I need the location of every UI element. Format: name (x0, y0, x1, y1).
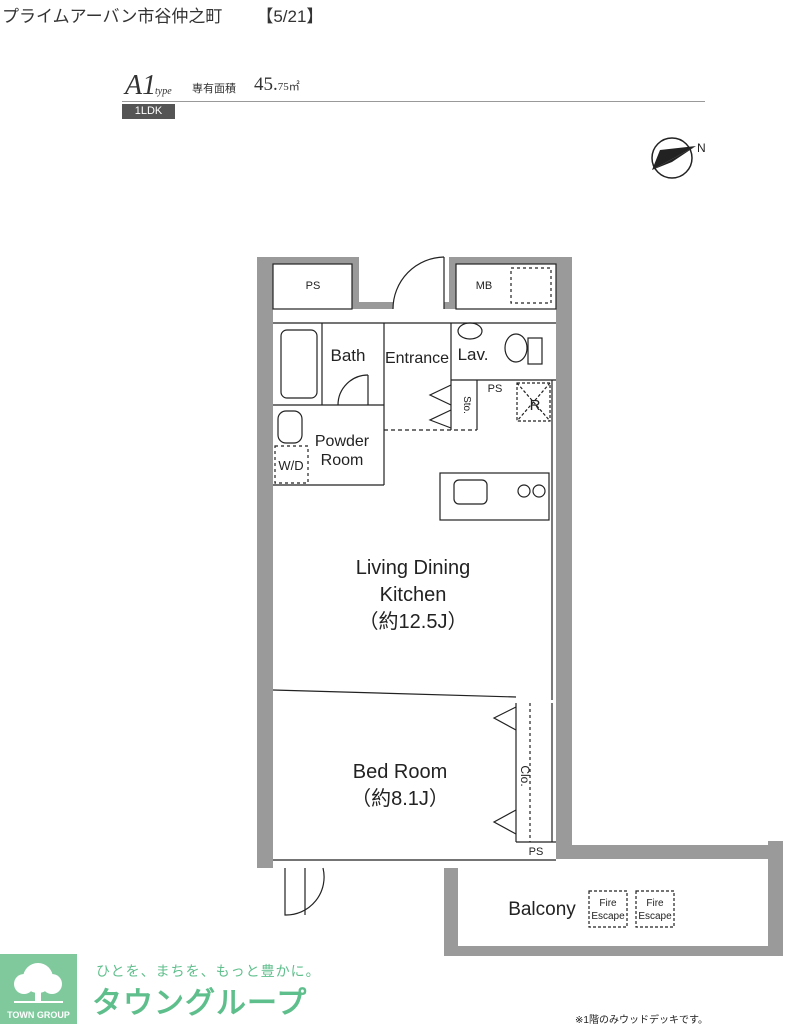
type-divider (122, 101, 705, 102)
logo-tagline: ひとを、まちを、もっと豊かに。 (96, 963, 321, 979)
interior-lines (272, 256, 675, 928)
wd-label: W/D (278, 458, 303, 473)
footnote: ※1階のみウッドデッキです。 (575, 1015, 708, 1026)
area-number: 45. (254, 74, 278, 95)
ldk-label-2: Kitchen (380, 584, 447, 606)
bath-label: Bath (331, 346, 366, 365)
page-indicator: 【5/21】 (256, 7, 324, 26)
type-letter: A1 (125, 70, 157, 101)
area-value: 45.75㎡ (254, 74, 300, 96)
mb-label: MB (476, 280, 493, 292)
logo-english: TOWN GROUP (7, 1010, 70, 1020)
walls (257, 257, 783, 956)
area-decimal: 75㎡ (277, 81, 300, 93)
type-info: A1 type 専有面積 45.75㎡ 1LDK (122, 70, 705, 119)
ldk-label-1: Living Dining (356, 557, 471, 579)
layout-badge: 1LDK (122, 104, 175, 119)
powder-label-2: Room (321, 452, 364, 469)
lav-label: Lav. (458, 345, 489, 364)
entrance-label: Entrance (385, 350, 449, 367)
sto-label: Sto. (461, 396, 472, 414)
ps-bottom-label: PS (529, 846, 544, 858)
page-title: プライムアーバン市谷仲之町 【5/21】 (2, 2, 323, 27)
ps-top-label: PS (306, 280, 321, 292)
property-name: プライムアーバン市谷仲之町 (2, 7, 223, 26)
fire-escape-1-line1: Fire (599, 898, 617, 909)
compass-label: N (697, 141, 706, 155)
balcony-label: Balcony (508, 899, 576, 920)
area-label: 専有面積 (192, 83, 236, 95)
ldk-label-3: （約12.5J） (359, 610, 468, 633)
clo-label: Clo. (518, 765, 532, 786)
r-label: R (530, 397, 541, 414)
bed-label-2: （約8.1J） (351, 787, 449, 810)
fire-escape-1-line2: Escape (591, 911, 625, 922)
tree-icon (14, 963, 63, 1003)
compass-icon (651, 137, 696, 179)
ps-mid-label: PS (488, 383, 503, 395)
logo-mark: TOWN GROUP (0, 954, 77, 1024)
fire-escape-2-line2: Escape (638, 911, 672, 922)
powder-label-1: Powder (315, 433, 370, 450)
type-suffix: type (155, 86, 172, 97)
bed-label-1: Bed Room (353, 761, 448, 783)
fire-escape-2-line1: Fire (646, 898, 664, 909)
logo-name: タウングループ (92, 987, 308, 1020)
